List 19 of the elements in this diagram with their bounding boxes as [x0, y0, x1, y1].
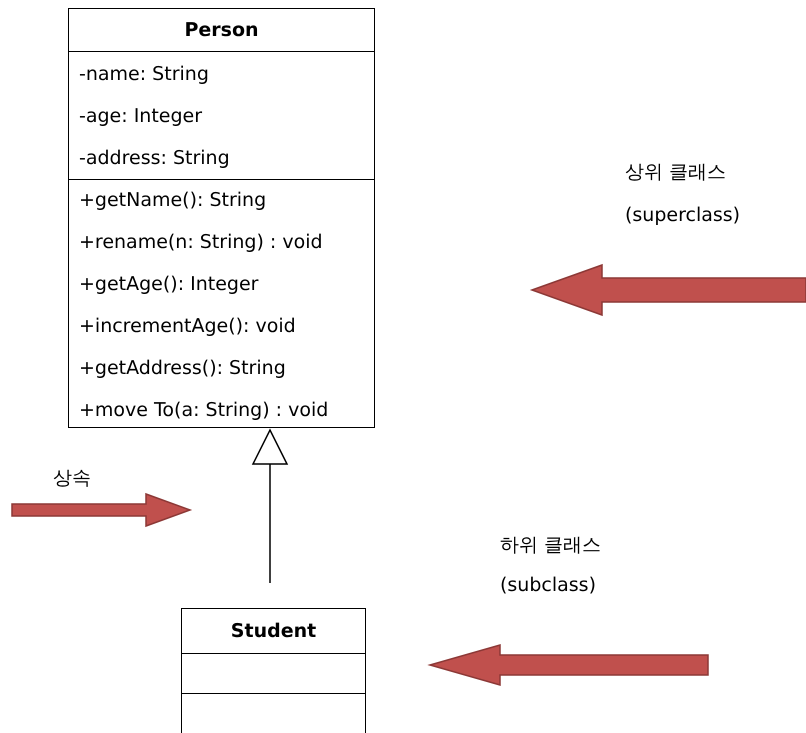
- method-text: +move To(a: String) : void: [79, 398, 328, 422]
- class-name: Person: [184, 18, 259, 42]
- class-name: Student: [230, 619, 316, 643]
- annotation-text: 상위 클래스: [625, 160, 726, 184]
- attribute-text: -age: Integer: [79, 104, 202, 128]
- annotation-text: 하위 클래스: [500, 533, 602, 557]
- attribute-text: -name: String: [79, 62, 209, 86]
- class-box: [181, 608, 366, 733]
- method-text: +getAddress(): String: [79, 356, 286, 380]
- annotation-text: (superclass): [625, 203, 740, 227]
- method-text: +getName(): String: [79, 188, 266, 212]
- class-box: [68, 8, 375, 428]
- method-text: +getAge(): Integer: [79, 272, 258, 296]
- method-text: +incrementAge(): void: [79, 314, 296, 338]
- method-text: +rename(n: String) : void: [79, 230, 323, 254]
- attribute-text: -address: String: [79, 146, 230, 170]
- annotation-text: (subclass): [500, 573, 596, 597]
- annotation-text: 상속: [53, 466, 91, 490]
- inheritance-arrow: [252, 429, 288, 583]
